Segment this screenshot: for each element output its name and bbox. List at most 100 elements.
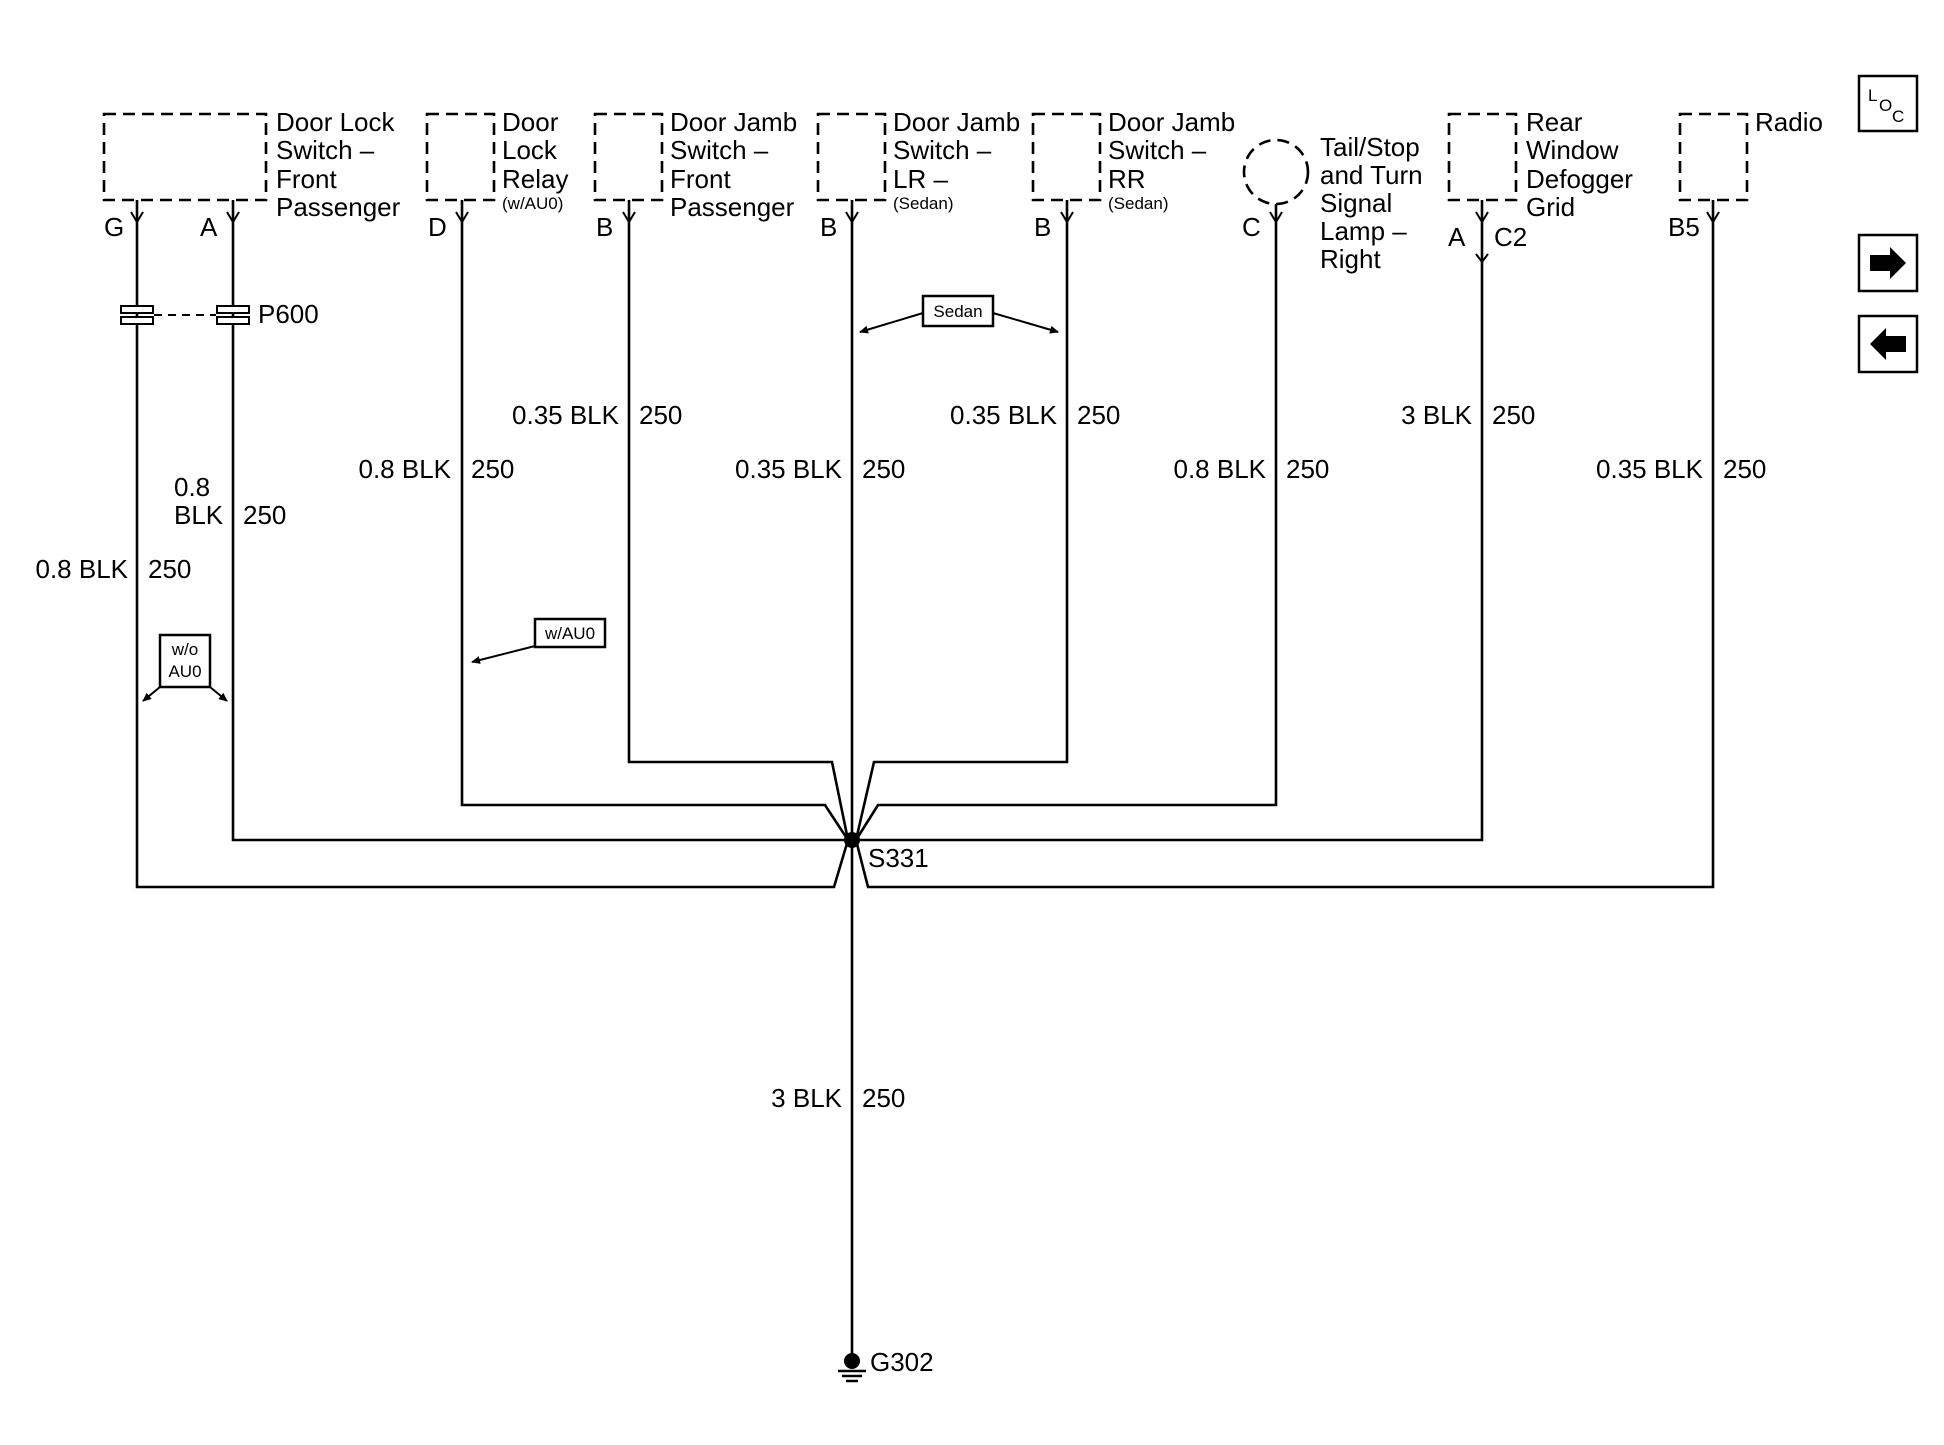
loc-button[interactable]: L O C [1857, 74, 1919, 133]
component-rear-defogger: Rear Window Defogger Grid A C2 [1447, 107, 1633, 252]
wire-circuit-relay-d: 250 [471, 454, 514, 484]
wire-circuit-door-lock-g: 250 [148, 554, 191, 584]
wire-size-jamb-rr: 0.35 BLK [950, 400, 1058, 430]
wire-door-lock-g [135, 200, 850, 889]
tail-lamp-line-1: Tail/Stop [1320, 132, 1420, 162]
component-tail-lamp: Tail/Stop and Turn Signal Lamp – Right C [1242, 132, 1423, 274]
loc-letter-c: C [1892, 107, 1904, 126]
tail-lamp-line-2: and Turn [1320, 160, 1423, 190]
tail-lamp-line-3: Signal [1320, 188, 1392, 218]
door-jamb-rr-note: (Sedan) [1108, 194, 1168, 213]
wire-door-lock-a [231, 200, 848, 842]
wire-circuit-door-lock-a: 250 [243, 500, 286, 530]
door-jamb-front-line-2: Switch – [670, 135, 769, 165]
pin-label-d: D [428, 212, 447, 242]
door-lock-switch-line-4: Passenger [276, 192, 401, 222]
ground-label: G302 [870, 1347, 934, 1377]
door-jamb-front-line-1: Door Jamb [670, 107, 797, 137]
component-door-jamb-rr: Door Jamb Switch – RR (Sedan) B [1031, 107, 1235, 242]
pin-label-a: A [200, 212, 218, 242]
wire-labels: 0.8 BLK 250 0.8 BLK 250 0.8 BLK 250 0.35… [35, 400, 1766, 1113]
option-label-sedan: Sedan [933, 302, 982, 321]
pin-label-b-rr: B [1034, 212, 1051, 242]
door-jamb-rr-line-3: RR [1108, 164, 1146, 194]
wire-circuit-tail-lamp: 250 [1286, 454, 1329, 484]
wire-size-door-lock-a-1: 0.8 [174, 472, 210, 502]
component-door-jamb-front: Door Jamb Switch – Front Passenger B [593, 107, 797, 242]
wire-size-relay-d: 0.8 BLK [358, 454, 451, 484]
pin-label-a-defogger: A [1448, 222, 1466, 252]
component-door-jamb-lr: Door Jamb Switch – LR – (Sedan) B [816, 107, 1020, 242]
splice-label: S331 [868, 843, 929, 873]
pin-label-b5: B5 [1668, 212, 1700, 242]
right-arrow-icon [1870, 247, 1906, 279]
wire-tail-lamp [854, 204, 1278, 841]
connector-p600: P600 [120, 299, 319, 329]
wire-circuit-jamb-rr: 250 [1077, 400, 1120, 430]
option-box-sedan: Sedan [859, 294, 1059, 334]
wire-defogger [856, 200, 1484, 842]
wire-size-door-lock-a-2: BLK [174, 500, 224, 530]
loc-letter-o: O [1879, 96, 1892, 115]
tail-lamp-line-5: Right [1320, 244, 1381, 274]
door-jamb-rr-line-2: Switch – [1108, 135, 1207, 165]
wire-size-door-lock-g: 0.8 BLK [35, 554, 128, 584]
rear-defogger-line-4: Grid [1526, 192, 1575, 222]
wire-size-jamb-front: 0.35 BLK [512, 400, 620, 430]
radio-label: Radio [1755, 107, 1823, 137]
wire-circuit-main-ground: 250 [862, 1083, 905, 1113]
door-lock-relay-line-1: Door [502, 107, 559, 137]
ground-g302: G302 [838, 1347, 934, 1383]
tail-lamp-line-4: Lamp – [1320, 216, 1407, 246]
prev-page-button[interactable] [1857, 314, 1919, 374]
door-jamb-rr-line-1: Door Jamb [1108, 107, 1235, 137]
option-box-w-au0: w/AU0 [471, 617, 607, 664]
pin-label-b-front: B [596, 212, 613, 242]
wire-circuit-jamb-lr: 250 [862, 454, 905, 484]
door-jamb-lr-line-2: Switch – [893, 135, 992, 165]
wire-size-tail-lamp: 0.8 BLK [1173, 454, 1266, 484]
wire-size-defogger: 3 BLK [1401, 400, 1472, 430]
pin-label-c: C [1242, 212, 1261, 242]
door-jamb-lr-line-3: LR – [893, 164, 948, 194]
splice-s331: S331 [844, 832, 929, 873]
loc-letter-l: L [1868, 86, 1877, 105]
door-jamb-lr-note: (Sedan) [893, 194, 953, 213]
wire-size-main-ground: 3 BLK [771, 1083, 842, 1113]
component-radio: Radio B5 [1668, 107, 1823, 242]
component-door-lock-relay: Door Lock Relay (w/AU0) D [425, 107, 568, 242]
door-lock-switch-line-1: Door Lock [276, 107, 395, 137]
connector-label-c2: C2 [1494, 222, 1527, 252]
wire-circuit-defogger: 250 [1492, 400, 1535, 430]
pin-label-b-lr: B [820, 212, 837, 242]
rear-defogger-line-2: Window [1526, 135, 1619, 165]
option-box-wo-au0: w/o AU0 [142, 633, 228, 702]
door-lock-relay-line-3: Relay [502, 164, 568, 194]
option-label-w-au0: w/AU0 [544, 624, 595, 643]
door-jamb-front-line-3: Front [670, 164, 731, 194]
next-page-button[interactable] [1857, 233, 1919, 293]
wire-circuit-radio: 250 [1723, 454, 1766, 484]
left-arrow-icon [1870, 328, 1906, 360]
option-label-wo-au0-1: w/o [171, 640, 198, 659]
wire-size-jamb-lr: 0.35 BLK [735, 454, 843, 484]
component-door-lock-switch: Door Lock Switch – Front Passenger G A [102, 107, 401, 242]
connector-label-p600: P600 [258, 299, 319, 329]
pin-label-g: G [104, 212, 124, 242]
door-jamb-lr-line-1: Door Jamb [893, 107, 1020, 137]
wires [135, 200, 1715, 1362]
door-jamb-front-line-4: Passenger [670, 192, 795, 222]
wire-circuit-jamb-front: 250 [639, 400, 682, 430]
rear-defogger-line-3: Defogger [1526, 164, 1633, 194]
rear-defogger-line-1: Rear [1526, 107, 1583, 137]
door-lock-switch-line-2: Switch – [276, 135, 375, 165]
wire-radio [854, 200, 1715, 889]
wire-jamb-rr [854, 200, 1069, 841]
wire-size-radio: 0.35 BLK [1596, 454, 1704, 484]
door-lock-relay-line-2: Lock [502, 135, 558, 165]
option-label-wo-au0-2: AU0 [168, 662, 201, 681]
door-lock-relay-note: (w/AU0) [502, 194, 563, 213]
door-lock-switch-line-3: Front [276, 164, 337, 194]
wire-jamb-front [627, 200, 850, 841]
